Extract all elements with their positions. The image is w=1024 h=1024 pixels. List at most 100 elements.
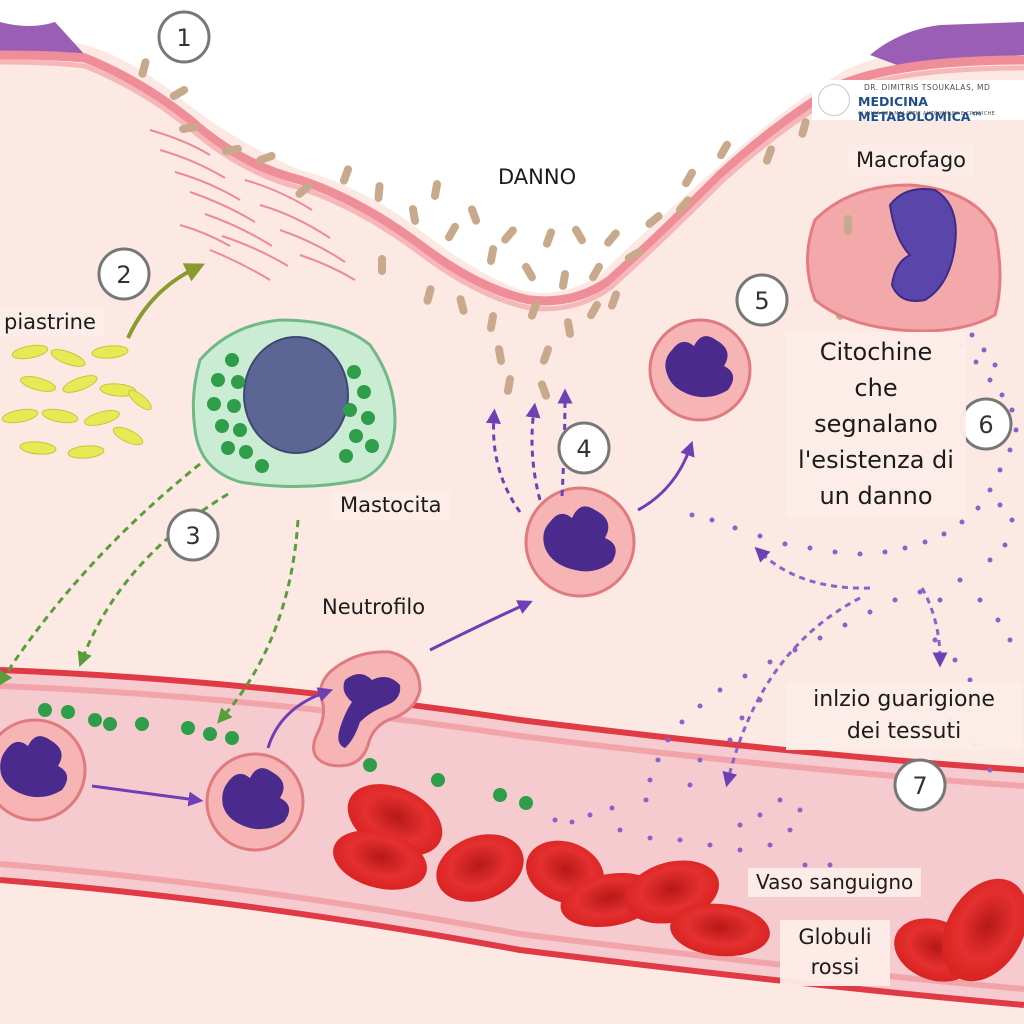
step-4: 4: [557, 421, 611, 475]
bacterium: [408, 205, 420, 225]
red-blood-cells: [333, 784, 1024, 982]
bacterium: [486, 245, 498, 265]
arrow-to-tissue: [429, 600, 533, 652]
step-2: 2: [97, 247, 151, 301]
arrow-vessel-flow: [91, 784, 204, 807]
wound-opening: [0, 0, 1024, 293]
arrow-chemotaxis-1: [485, 408, 522, 513]
guarigione-line: inlzio guarigione: [813, 687, 995, 712]
bacterium: [138, 58, 150, 78]
citochine-line: che: [854, 374, 898, 402]
bacterium: [423, 285, 435, 305]
step-3: 3: [166, 508, 220, 562]
arrow-cytokine-left: [754, 546, 871, 590]
clinic-logo: DR. DIMITRIS TSOUKALAS, MD MEDICINA META…: [812, 80, 1024, 124]
bacterium: [798, 118, 810, 138]
step-6: 6: [959, 397, 1013, 451]
arrow-diapedesis: [266, 687, 334, 749]
macrophage-cell: [806, 183, 1002, 333]
label-vaso: Vaso sanguigno: [748, 868, 922, 897]
step-number: 6: [978, 411, 993, 439]
neutrophil-vessel-middle: [205, 752, 305, 852]
bacterium: [558, 270, 570, 290]
logo-line-3: CLINICA PER MALATTIE AUTOIMMUNI E CRONIC…: [858, 111, 996, 117]
neutrophil-diapedesis: [312, 650, 422, 768]
cytokine-dots: [552, 289, 1019, 868]
step-number: 2: [116, 261, 131, 289]
bacterium: [222, 144, 242, 156]
epidermis-left: [0, 22, 85, 56]
arrow-mast-1: [0, 462, 201, 687]
step-number: 4: [576, 435, 591, 463]
bacterium: [572, 225, 586, 245]
bacterium: [169, 86, 189, 100]
bacterium: [494, 345, 506, 365]
bacterium: [179, 122, 199, 134]
logo-line-2: MEDICINA METABOLOMICA™: [858, 94, 983, 124]
globuli-line: rossi: [810, 955, 860, 979]
arrow-platelets: [126, 263, 206, 339]
label-macrofago: Macrofago: [848, 145, 974, 176]
bacterium: [589, 262, 603, 282]
arrow-mast-3: [217, 519, 300, 724]
neutrophil-tissue-upper: [648, 318, 752, 422]
label-neutrofilo: Neutrofilo: [322, 595, 426, 619]
citochine-line: un danno: [819, 482, 933, 510]
step-number: 5: [754, 287, 769, 315]
bacterium: [607, 290, 621, 310]
neutrophil-cells: [0, 318, 752, 852]
bacterium: [537, 380, 551, 400]
neutrophil-tissue-center: [524, 486, 636, 598]
bacterium: [539, 345, 553, 365]
bacterium: [256, 151, 276, 165]
bacterium: [503, 375, 515, 395]
bacterium: [486, 312, 498, 332]
step-7: 7: [893, 758, 947, 812]
arrow-cytokine-down: [920, 587, 948, 668]
bacterium: [374, 182, 384, 202]
mast-cell: [191, 318, 397, 489]
bacterium: [604, 229, 620, 247]
bacterium: [339, 165, 353, 185]
step-number: 3: [185, 522, 200, 550]
skin-edge-inner: [0, 59, 1024, 312]
arrows: [0, 263, 948, 807]
step-markers: 1 2 3 4 5 6 7: [97, 10, 1013, 812]
step-5: 5: [735, 273, 789, 327]
arrow-mast-2: [77, 492, 229, 668]
bacterium: [717, 140, 731, 160]
label-piastrine: piastrine: [0, 307, 104, 338]
logo-line-1: DR. DIMITRIS TSOUKALAS, MD: [864, 83, 991, 92]
bacterium: [676, 196, 692, 214]
citochine-line: segnalano: [814, 410, 938, 438]
bacterium: [378, 255, 386, 275]
bacterium: [456, 295, 468, 315]
citochine-line: l'esistenza di: [798, 446, 954, 474]
bacterium: [527, 300, 541, 320]
label-mastocita: Mastocita: [332, 490, 450, 521]
bacterium: [430, 180, 442, 200]
bacterium: [762, 145, 776, 165]
platelets: [1, 344, 152, 459]
arrow-to-neutrophil-5: [637, 440, 695, 512]
bacterium: [624, 248, 644, 262]
bacterium: [587, 300, 601, 320]
citochine-line: Citochine: [819, 338, 933, 366]
label-citochine: Citochine che segnalano l'esistenza di u…: [786, 332, 966, 518]
arrow-healing: [722, 596, 861, 788]
bacterium: [563, 318, 575, 338]
bacterium: [682, 168, 696, 188]
globuli-line: Globuli: [798, 925, 872, 949]
bacterium: [542, 228, 556, 248]
skin-edge: [0, 50, 1024, 306]
bacterium: [522, 262, 536, 282]
label-globuli: Globuli rossi: [780, 920, 890, 986]
step-number: 7: [912, 772, 927, 800]
damaged-tissue-lines: [149, 129, 356, 281]
arrow-chemotaxis-2: [525, 402, 542, 501]
step-number: 1: [176, 24, 191, 52]
bacterium: [501, 226, 517, 244]
bacterium: [445, 222, 459, 242]
step-1: 1: [157, 10, 211, 64]
